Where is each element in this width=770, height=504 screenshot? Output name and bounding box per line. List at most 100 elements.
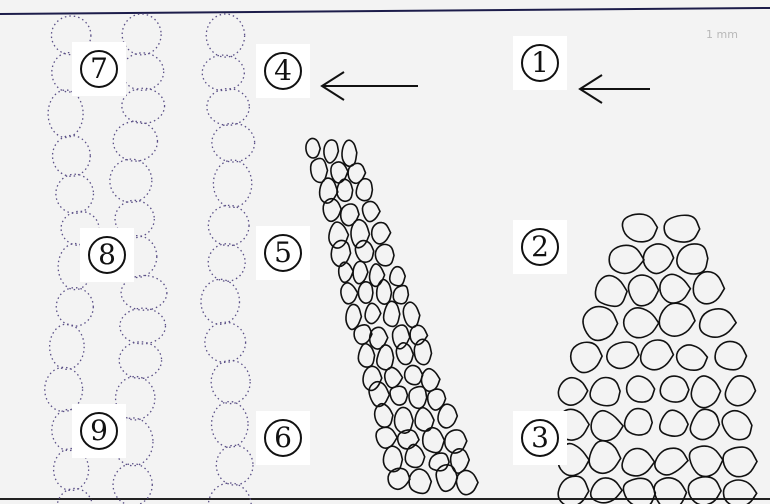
label-9: 9 bbox=[72, 404, 126, 458]
cell-outline bbox=[324, 140, 339, 163]
cell-outline bbox=[353, 261, 368, 283]
cell-outline bbox=[641, 340, 674, 370]
cell-outline bbox=[725, 376, 755, 406]
cell-outline bbox=[341, 204, 359, 226]
cell-outline bbox=[376, 427, 397, 448]
dotted-cell bbox=[208, 244, 245, 282]
cell-outline bbox=[329, 222, 349, 248]
cell-outline bbox=[660, 410, 688, 436]
cell-outline bbox=[643, 244, 673, 274]
cell-outline bbox=[625, 409, 653, 436]
cell-outline bbox=[628, 275, 658, 306]
cell-outline bbox=[323, 199, 341, 222]
cell-outline bbox=[403, 302, 420, 327]
cell-outline bbox=[690, 409, 719, 439]
label-8: 8 bbox=[80, 228, 134, 282]
cell-outline bbox=[622, 214, 657, 242]
dotted-cell bbox=[56, 288, 93, 326]
label-1: 1 bbox=[513, 36, 567, 90]
cell-outline bbox=[306, 138, 320, 157]
dotted-cell bbox=[56, 174, 94, 213]
cell-outline bbox=[390, 267, 405, 286]
label-4: 4 bbox=[256, 44, 310, 98]
cell-outline bbox=[409, 387, 427, 409]
dotted-cell bbox=[110, 159, 152, 202]
dotted-cell bbox=[212, 123, 255, 162]
arrows bbox=[322, 72, 650, 103]
dotted-cell bbox=[50, 324, 85, 369]
dotted-cell bbox=[202, 55, 244, 90]
cell-outline bbox=[591, 411, 623, 441]
cell-outline bbox=[723, 447, 757, 477]
cell-outline bbox=[609, 245, 644, 273]
cell-outline bbox=[388, 468, 410, 489]
dotted-cell bbox=[207, 89, 249, 126]
cell-outline bbox=[583, 307, 618, 341]
cell-outline bbox=[558, 378, 587, 406]
cell-outline bbox=[375, 244, 394, 265]
arrow-to-1 bbox=[580, 75, 650, 103]
cell-outline bbox=[384, 301, 400, 326]
cell-outline bbox=[715, 341, 746, 369]
cell-outline bbox=[405, 365, 423, 384]
cell-outline bbox=[365, 303, 381, 323]
cell-outline bbox=[393, 325, 410, 349]
cell-outline bbox=[372, 223, 391, 244]
cell-outline bbox=[691, 376, 720, 408]
cell-outline bbox=[700, 309, 737, 337]
cell-outline bbox=[660, 274, 691, 303]
cell-outline bbox=[595, 276, 627, 307]
cell-outline bbox=[358, 282, 373, 303]
cell-outline bbox=[414, 339, 431, 364]
cell-outline bbox=[358, 344, 374, 367]
cell-outline bbox=[627, 376, 655, 402]
dotted-cell bbox=[120, 308, 166, 344]
dotted-cell bbox=[201, 279, 240, 324]
cell-outline bbox=[405, 444, 424, 467]
cell-outline bbox=[370, 327, 388, 349]
cell-outline bbox=[438, 404, 457, 428]
cell-outline bbox=[607, 342, 639, 368]
dotted-cell bbox=[213, 160, 251, 207]
arrow-to-4 bbox=[322, 72, 418, 100]
dotted-cell bbox=[208, 483, 251, 504]
cell-outline bbox=[341, 283, 358, 304]
label-3: 3 bbox=[513, 411, 567, 465]
cell-outline bbox=[623, 478, 655, 504]
dotted-cell bbox=[208, 205, 249, 245]
cell-outline bbox=[342, 140, 357, 166]
cell-outline bbox=[659, 303, 695, 336]
label-6: 6 bbox=[256, 411, 310, 465]
cell-outline bbox=[375, 404, 393, 427]
cell-outline bbox=[363, 366, 382, 390]
dotted-cell bbox=[53, 135, 91, 176]
cell-outline bbox=[409, 469, 431, 493]
dotted-cell bbox=[113, 464, 152, 504]
dotted-cell bbox=[57, 488, 93, 504]
dotted-cell bbox=[122, 53, 164, 90]
dotted-cell bbox=[48, 90, 83, 137]
dotted-cell bbox=[206, 14, 244, 57]
dotted-cell bbox=[122, 14, 161, 55]
dotted-cell bbox=[119, 342, 161, 379]
corner-mark: 1 mm bbox=[706, 28, 738, 41]
cell-outline bbox=[339, 262, 354, 282]
top-border-line bbox=[0, 8, 770, 14]
cell-outline bbox=[377, 280, 392, 305]
cell-outline bbox=[664, 215, 700, 242]
cell-outline bbox=[370, 264, 385, 286]
dotted-cell bbox=[211, 360, 250, 403]
cell-outline bbox=[362, 201, 380, 221]
dotted-cell bbox=[113, 121, 157, 161]
cell-outline bbox=[723, 480, 756, 504]
dotted-cell bbox=[212, 402, 248, 448]
cell-outline bbox=[423, 428, 445, 453]
cell-outline bbox=[337, 179, 353, 201]
dotted-cell bbox=[122, 88, 165, 123]
cell-outline bbox=[436, 465, 457, 491]
cell-outline bbox=[589, 441, 621, 473]
cell-outline bbox=[660, 376, 689, 402]
cell-outline bbox=[624, 308, 659, 338]
label-5: 5 bbox=[256, 226, 310, 280]
cell-outline bbox=[351, 220, 370, 248]
